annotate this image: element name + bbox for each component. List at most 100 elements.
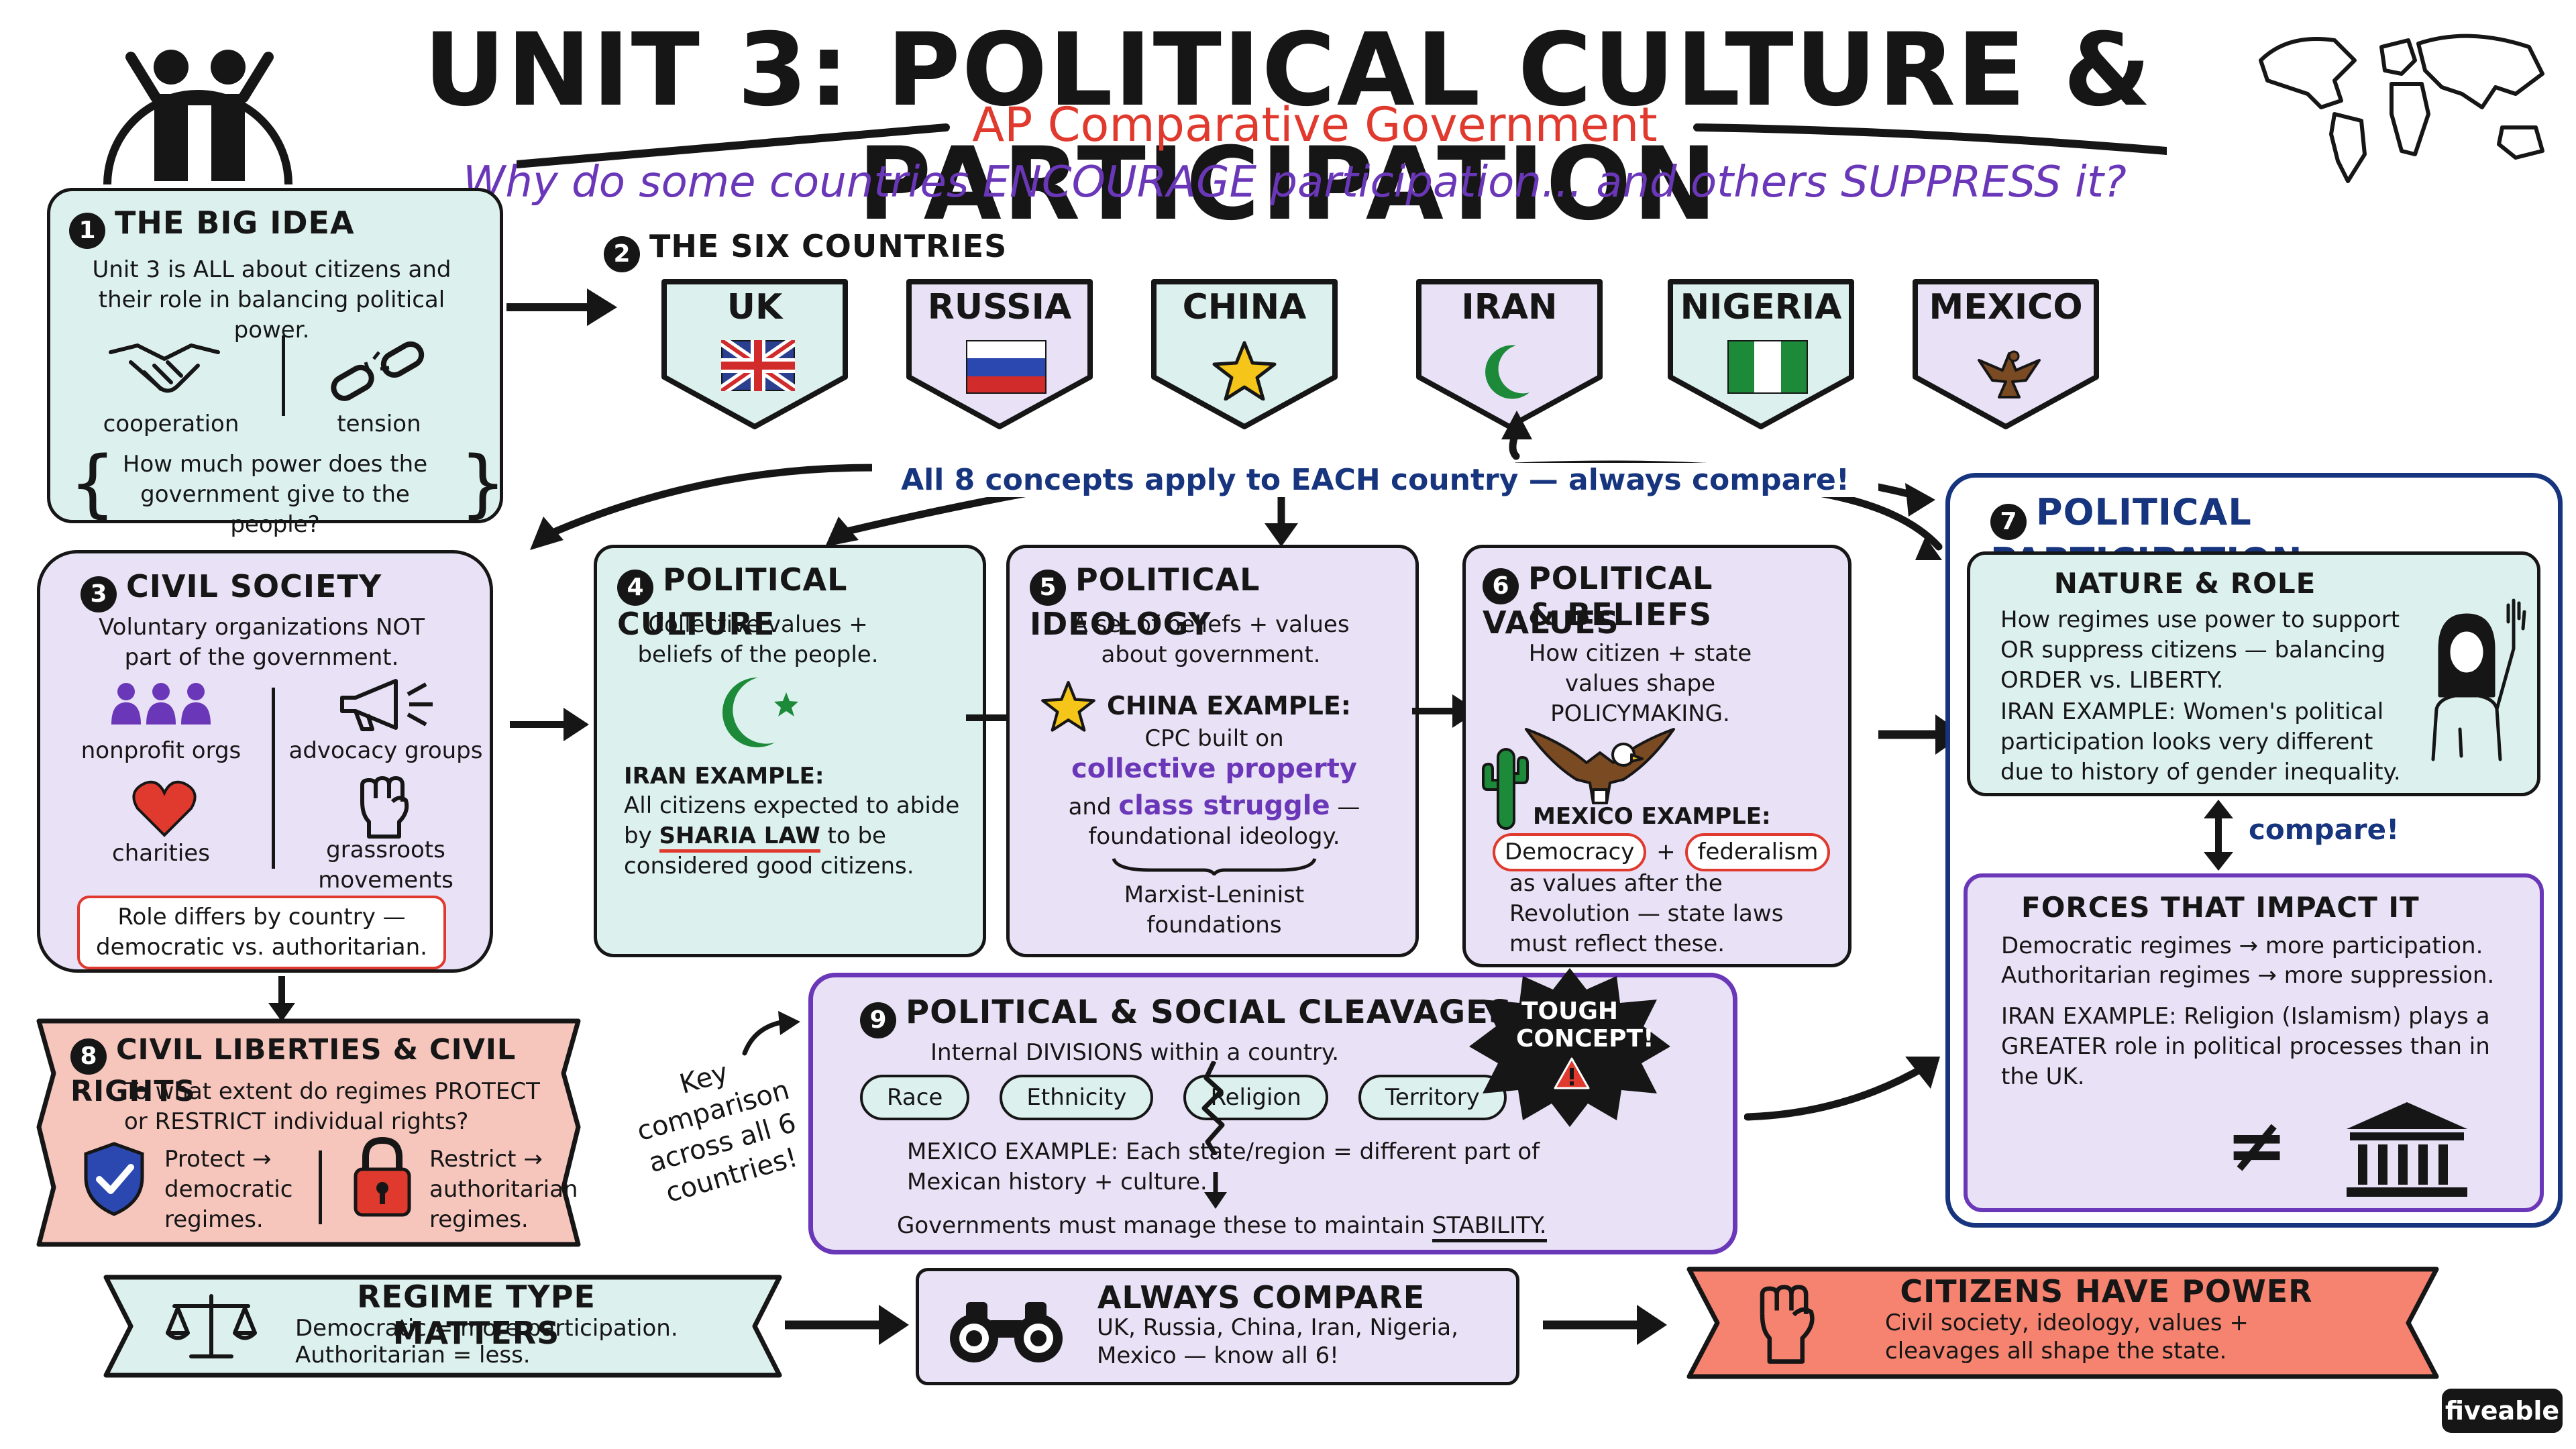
padlock-icon	[352, 1136, 413, 1220]
country-name: IRAN	[1461, 287, 1558, 327]
federalism-highlight: federalism	[1685, 833, 1831, 871]
guiding-question: Why do some countries ENCOURAGE particip…	[463, 158, 2127, 207]
regime-type-line1: Democratic = more participation.	[295, 1315, 678, 1342]
political-values-title: POLITICAL VALUES	[1483, 560, 1713, 641]
country-iran[interactable]: IRAN	[1405, 276, 1613, 431]
pill-race: Race	[860, 1075, 970, 1120]
iran-example-text: All citizens expected to abide by SHARIA…	[624, 791, 966, 881]
sharia-law-highlight: SHARIA LAW	[659, 822, 820, 853]
country-name: NIGERIA	[1680, 287, 1842, 327]
always-compare-banner: ALWAYS COMPARE UK, Russia, China, Iran, …	[916, 1268, 1519, 1385]
cactus-icon	[1479, 743, 1533, 833]
megaphone-icon	[335, 674, 443, 737]
country-russia[interactable]: RUSSIA	[896, 276, 1104, 431]
china-example-label: CHINA EXAMPLE:	[1107, 691, 1351, 720]
stability-row: Governments must manage these to maintai…	[897, 1211, 1668, 1242]
political-values-title-2: & BELIEFS	[1528, 596, 1713, 633]
country-nigeria[interactable]: NIGERIA	[1657, 276, 1865, 431]
not-equal-sign: ≠	[2226, 1102, 2288, 1188]
plus-sign: +	[1656, 839, 1676, 865]
scales-icon	[164, 1289, 258, 1366]
raised-fist-icon	[1751, 1281, 1825, 1368]
broken-chain-icon	[325, 335, 433, 412]
stability-arrow	[1204, 1172, 1227, 1209]
china-line2: and class struggle —	[1030, 788, 1399, 824]
citizens-power-line2: cleavages all shape the state.	[1885, 1338, 2227, 1364]
binoculars-icon	[946, 1297, 1067, 1366]
political-ideology-number: 5	[1030, 569, 1066, 606]
shield-check-icon	[80, 1140, 148, 1220]
civil-liberties-text: To what extent do regimes PROTECT or RES…	[124, 1078, 540, 1135]
compare-double-arrow	[2198, 798, 2239, 875]
arrow-down	[268, 976, 295, 1022]
civil-liberties-number: 8	[70, 1038, 107, 1075]
handshake-icon	[104, 332, 225, 409]
always-compare-title: ALWAYS COMPARE	[1097, 1279, 1426, 1316]
cleavages-title: POLITICAL & SOCIAL CLEAVAGES	[906, 994, 1513, 1031]
forces-line1: Democratic regimes → more participation.	[2001, 932, 2483, 959]
political-ideology-text: A set of beliefs + values about governme…	[1072, 611, 1350, 668]
arrow-right	[1543, 1305, 1667, 1345]
civil-society-number: 3	[80, 576, 117, 612]
protect-text: Protect → democratic regimes.	[164, 1146, 293, 1233]
cleavages-number: 9	[860, 1002, 896, 1038]
warning-icon	[1554, 1057, 1590, 1089]
pill-territory: Territory	[1358, 1075, 1507, 1120]
big-idea-title: THE BIG IDEA	[115, 205, 355, 241]
concepts-note: All 8 concepts apply to EACH country — a…	[872, 463, 1878, 497]
forces-line2: Authoritarian regimes → more suppression…	[2001, 962, 2495, 989]
subtitle: AP Comparative Government	[972, 97, 1658, 152]
page-title: UNIT 3: POLITICAL CULTURE & PARTICIPATIO…	[423, 12, 2153, 243]
divider	[272, 688, 275, 869]
nature-role-text: How regimes use power to support OR supp…	[2000, 606, 2400, 694]
cooperation-label: cooperation	[103, 411, 239, 437]
regime-type-banner: REGIME TYPE MATTERS Democratic = more pa…	[101, 1269, 785, 1383]
marxist-foundations: Marxist-Leninist foundations	[1124, 881, 1305, 938]
stability-word: STABILITY.	[1432, 1212, 1547, 1242]
country-name: UK	[727, 287, 783, 327]
fist-icon	[352, 775, 419, 841]
always-compare-line2: Mexico — know all 6!	[1097, 1342, 1339, 1369]
participation-number: 7	[1990, 503, 2027, 540]
country-name: CHINA	[1182, 287, 1307, 327]
heart-icon	[131, 778, 198, 841]
collective-property: collective property	[1071, 753, 1357, 784]
country-china[interactable]: CHINA	[1140, 276, 1348, 431]
mexico-example-label: MEXICO EXAMPLE:	[1533, 803, 1771, 830]
people-icon	[94, 20, 302, 188]
big-idea-question: How much power does the government give …	[122, 451, 428, 538]
right-brace: }	[460, 440, 506, 526]
example-pre: All citizens expected to abide by	[624, 792, 960, 849]
country-mexico[interactable]: MEXICO	[1902, 276, 2110, 431]
divider	[319, 1150, 322, 1224]
democracy-highlight: Democracy	[1493, 833, 1647, 871]
cleavages-text: Internal DIVISIONS within a country.	[930, 1039, 1340, 1066]
political-culture-title: POLITICAL CULTURE	[617, 561, 848, 642]
nature-role-title: NATURE & ROLE	[2053, 567, 2316, 600]
example-post: to be considered good citizens.	[624, 822, 914, 879]
countries-title: THE SIX COUNTRIES	[649, 228, 1008, 264]
group-icon	[107, 681, 215, 731]
china-line3: foundational ideology.	[1088, 823, 1340, 850]
values-highlight-row: Democracy + federalism	[1493, 833, 1841, 871]
brace-under	[1112, 857, 1317, 875]
china-line1: CPC built on	[1144, 725, 1284, 752]
fiveable-logo: fiveable	[2442, 1389, 2563, 1433]
key-comparison-note: Key comparison across all 6 countries!	[633, 1057, 802, 1210]
class-struggle: class struggle	[1118, 790, 1330, 821]
russia-flag-icon	[966, 340, 1046, 394]
government-building-icon	[2343, 1099, 2471, 1202]
nigeria-flag-icon	[1727, 340, 1808, 394]
country-uk[interactable]: UK	[651, 276, 859, 431]
restrict-text: Restrict → authoritarian regimes.	[429, 1146, 578, 1233]
eagle-icon	[1978, 350, 2041, 398]
star-icon	[1212, 341, 1277, 400]
always-compare-line1: UK, Russia, China, Iran, Nigeria,	[1097, 1314, 1458, 1341]
big-idea-number: 1	[69, 212, 105, 249]
forces-example: IRAN EXAMPLE: Religion (Islamism) plays …	[2001, 1003, 2490, 1090]
arrow-to-countries	[506, 288, 617, 326]
tough-concept-badge: TOUGH CONCEPT!	[1466, 963, 1674, 1130]
item-advocacy: advocacy groups	[288, 737, 483, 764]
